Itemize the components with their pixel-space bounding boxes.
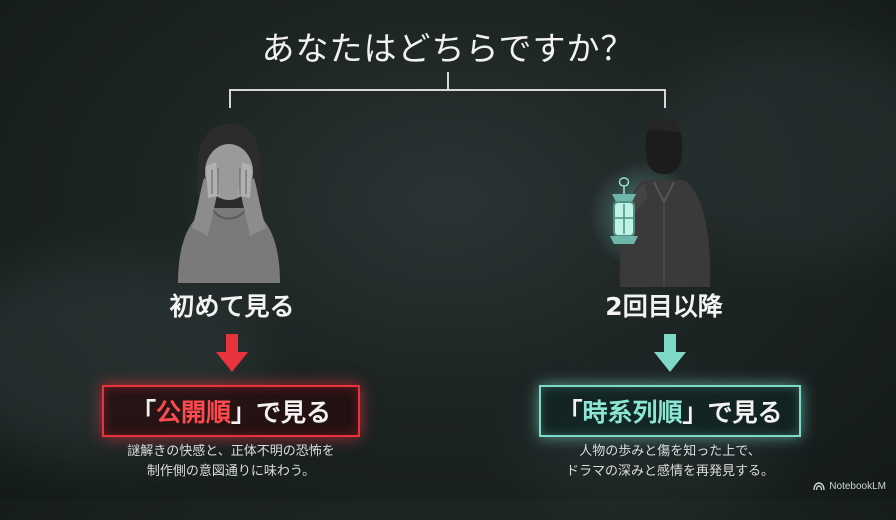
arrow-down-teal-icon	[654, 334, 686, 372]
release-order-box: 「公開順」で見る	[102, 385, 360, 437]
lantern-person-icon	[610, 118, 711, 287]
release-order-close-bracket: 」	[231, 398, 257, 427]
second-time-label: 2回目以降	[605, 292, 723, 321]
notebooklm-logo-icon	[813, 482, 825, 491]
chronological-desc-line2: ドラマの深みと感情を再発見する。	[565, 464, 774, 479]
branch-connector	[229, 72, 666, 108]
release-order-desc-line1: 謎解きの快感と、正体不明の恐怖を	[127, 444, 335, 459]
brand-text: NotebookLM	[829, 481, 886, 492]
page-title: あなたはどちらですか？	[261, 29, 635, 68]
release-order-desc-line2: 制作側の意図通りに味わう。	[146, 464, 316, 479]
chronological-close-bracket: 」	[682, 398, 708, 427]
notebooklm-watermark: NotebookLM	[813, 481, 886, 492]
release-order-suffix: で見る	[256, 398, 332, 427]
chronological-description: 人物の歩みと傷を知った上で、 ドラマの深みと感情を再発見する。	[520, 442, 820, 482]
chronological-highlight: 時系列順	[582, 398, 683, 427]
release-order-open-bracket: 「	[130, 398, 156, 427]
first-time-label: 初めて見る	[169, 292, 295, 321]
chronological-desc-line1: 人物の歩みと傷を知った上で、	[579, 444, 761, 459]
chronological-open-bracket: 「	[557, 398, 583, 427]
chronological-order-box: 「時系列順」で見る	[539, 385, 801, 437]
face-covering-person-icon	[178, 124, 280, 283]
chronological-suffix: で見る	[707, 398, 783, 427]
arrow-down-red-icon	[216, 334, 248, 372]
release-order-highlight: 公開順	[155, 398, 231, 427]
release-order-description: 謎解きの快感と、正体不明の恐怖を 制作側の意図通りに味わう。	[81, 442, 381, 482]
